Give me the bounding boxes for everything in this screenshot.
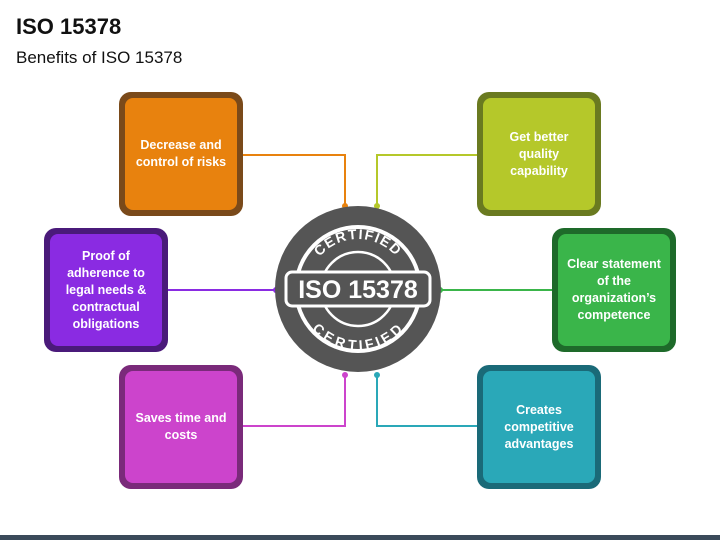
badge-banner xyxy=(284,270,432,308)
card-competence: Clear statement of the organization’s co… xyxy=(552,228,676,352)
connector-time xyxy=(242,375,346,427)
card-text: Clear statement of the organization’s co… xyxy=(567,257,661,322)
page-subtitle: Benefits of ISO 15378 xyxy=(16,48,183,67)
card-inner: Get better quality capability xyxy=(483,98,595,210)
card-legal-adherence: Proof of adherence to legal needs & cont… xyxy=(44,228,168,352)
card-text: Saves time and costs xyxy=(135,411,227,442)
card-text: Creates competitive advantages xyxy=(504,402,574,451)
card-text: Proof of adherence to legal needs & cont… xyxy=(65,248,147,331)
badge-main-text: ISO 15378 xyxy=(298,276,418,304)
card-saves-time: Saves time and costs xyxy=(119,365,243,489)
connector-quality xyxy=(376,154,478,206)
card-inner: Saves time and costs xyxy=(125,371,237,483)
connector-dot-advantages xyxy=(374,372,380,378)
connector-dot-time xyxy=(342,372,348,378)
card-inner: Creates competitive advantages xyxy=(483,371,595,483)
connector-dot-quality xyxy=(374,203,380,209)
card-inner: Decrease and control of risks xyxy=(125,98,237,210)
page-title: ISO 15378 xyxy=(16,14,122,39)
card-quality-capability: Get better quality capability xyxy=(477,92,601,216)
connector-advantages xyxy=(376,375,478,427)
connector-risks xyxy=(242,154,346,206)
card-decrease-risks: Decrease and control of risks xyxy=(119,92,243,216)
footer-bar xyxy=(0,535,720,540)
certified-badge: CERTIFIED CERTIFIED ISO 15378 xyxy=(275,206,441,372)
card-text: Decrease and control of risks xyxy=(135,138,227,169)
card-text: Get better quality capability xyxy=(509,129,569,178)
card-inner: Proof of adherence to legal needs & cont… xyxy=(50,234,162,346)
card-competitive-advantages: Creates competitive advantages xyxy=(477,365,601,489)
card-inner: Clear statement of the organization’s co… xyxy=(558,234,670,346)
